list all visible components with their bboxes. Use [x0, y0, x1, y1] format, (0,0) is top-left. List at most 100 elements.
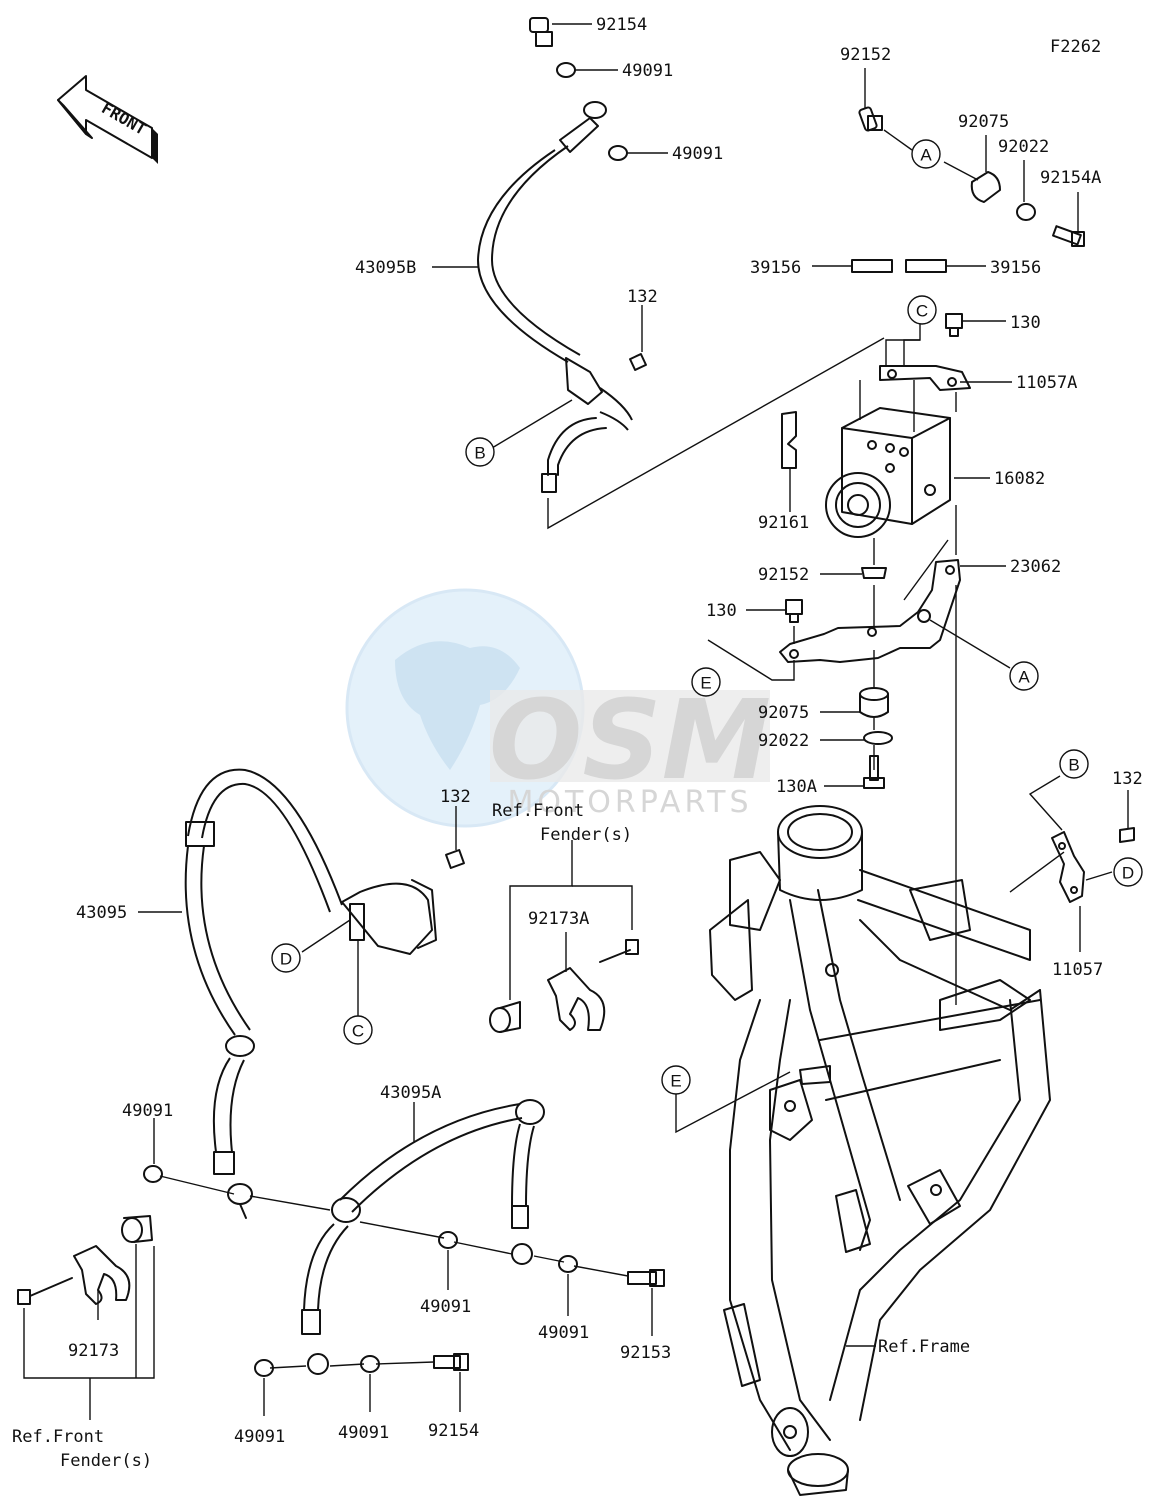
figure-code: F2262 — [1050, 37, 1101, 57]
label-39156-left: 39156 — [750, 258, 801, 278]
svg-text:E: E — [700, 674, 711, 693]
callout-C-bracket: C — [907, 295, 937, 325]
bolt-130-b — [785, 599, 803, 623]
clamp-92173A — [547, 967, 606, 1031]
label-49091-f: 49091 — [234, 1427, 285, 1447]
front-direction-arrow: FRONT — [57, 75, 158, 164]
watermark-tagline: MOTORPARTS — [507, 785, 752, 820]
label-132-a: 132 — [627, 287, 658, 307]
washer-49091-g — [360, 1355, 380, 1373]
label-39156-right: 39156 — [990, 258, 1041, 278]
label-ref-frame: Ref.Frame — [878, 1337, 970, 1357]
hose-43095B — [476, 101, 633, 493]
svg-text:A: A — [920, 146, 932, 165]
label-132-b: 132 — [440, 787, 471, 807]
svg-text:A: A — [1018, 668, 1030, 687]
svg-text:D: D — [1122, 864, 1134, 883]
label-ref-front-fender-bottom-2: Fender(s) — [60, 1451, 152, 1471]
osm-watermark: OSM MOTORPARTS — [345, 588, 771, 828]
label-92173: 92173 — [68, 1341, 119, 1361]
clamp-92173 — [73, 1245, 131, 1305]
label-49091-b: 49091 — [672, 144, 723, 164]
label-43095A: 43095A — [380, 1083, 441, 1103]
label-43095B: 43095B — [355, 258, 416, 278]
label-49091-d: 49091 — [420, 1297, 471, 1317]
frame-assembly — [709, 805, 1051, 1496]
callout-E-bracket: E — [691, 667, 721, 697]
bolt-92154-top — [529, 17, 553, 47]
washer-49091-b — [608, 145, 628, 161]
grommet-bolt-92152-a — [858, 106, 883, 132]
label-130-b: 130 — [706, 601, 737, 621]
bolt-132-b — [445, 849, 465, 869]
bolt-92154A — [1052, 225, 1085, 247]
washer-49091-c — [143, 1165, 163, 1183]
label-92152-b: 92152 — [758, 565, 809, 585]
label-11057A: 11057A — [1016, 373, 1077, 393]
washer-49091-e — [558, 1255, 578, 1273]
label-92173A: 92173A — [528, 909, 589, 929]
label-92154-bottom: 92154 — [428, 1421, 479, 1441]
abs-hydraulic-unit-16082 — [825, 407, 951, 538]
callout-B-frame: B — [1059, 749, 1089, 779]
callout-D-hose: D — [271, 943, 301, 973]
label-49091-g: 49091 — [338, 1423, 389, 1443]
label-92154A: 92154A — [1040, 168, 1101, 188]
damper-92075-a — [970, 171, 1001, 203]
plate-92161 — [781, 411, 797, 469]
label-92153: 92153 — [620, 1343, 671, 1363]
callout-B-hose: B — [465, 437, 495, 467]
callout-D-frame: D — [1113, 857, 1143, 887]
washer-92022-a — [1016, 203, 1036, 221]
label-49091-c: 49091 — [122, 1101, 173, 1121]
washer-49091-a — [556, 62, 576, 78]
label-92075-b: 92075 — [758, 703, 809, 723]
label-130A: 130A — [776, 777, 817, 797]
svg-text:D: D — [280, 950, 292, 969]
label-ref-front-fender-top-2: Fender(s) — [540, 825, 632, 845]
callout-A-bracket: A — [1009, 661, 1039, 691]
grommet-92152-b — [861, 567, 887, 579]
bracket-11057A — [879, 365, 971, 391]
svg-text:B: B — [474, 444, 485, 463]
label-23062: 23062 — [1010, 557, 1061, 577]
pad-39156-right — [905, 259, 947, 273]
bolt-92173A — [599, 939, 639, 963]
bracket-11057 — [1051, 831, 1085, 903]
front-arrow-label: FRONT — [98, 98, 149, 139]
callout-A-top: A — [911, 139, 941, 169]
hose-43095A — [301, 1099, 545, 1375]
label-92161: 92161 — [758, 513, 809, 533]
collar-92173A — [489, 1001, 521, 1033]
label-49091-e: 49091 — [538, 1323, 589, 1343]
washer-49091-f — [254, 1359, 274, 1377]
bolt-92153 — [627, 1269, 665, 1287]
svg-text:B: B — [1068, 756, 1079, 775]
washer-49091-d — [438, 1231, 458, 1249]
watermark-brand: OSM — [489, 676, 771, 804]
label-92022-b: 92022 — [758, 731, 809, 751]
pad-39156-left — [851, 259, 893, 273]
bolt-130-a — [945, 313, 963, 337]
bracket-23062 — [779, 559, 961, 663]
label-132-c: 132 — [1112, 769, 1143, 789]
washer-92022-b — [863, 731, 893, 745]
label-ref-front-fender-top-1: Ref.Front — [492, 801, 584, 821]
callout-C-hose: C — [343, 1015, 373, 1045]
callout-E-frame: E — [661, 1065, 691, 1095]
label-43095: 43095 — [76, 903, 127, 923]
label-ref-front-fender-bottom-1: Ref.Front — [12, 1427, 104, 1447]
label-92152-a: 92152 — [840, 45, 891, 65]
bolt-132-a — [629, 353, 647, 371]
label-130-a: 130 — [1010, 313, 1041, 333]
bolt-132-c — [1119, 827, 1135, 843]
bolt-130A — [863, 755, 885, 789]
label-92075-a: 92075 — [958, 112, 1009, 132]
damper-92075-b — [859, 687, 889, 718]
svg-text:C: C — [352, 1022, 364, 1041]
collar-92173 — [121, 1215, 153, 1243]
svg-text:C: C — [916, 302, 928, 321]
bolt-92154-bottom — [433, 1353, 469, 1371]
svg-text:E: E — [670, 1072, 681, 1091]
